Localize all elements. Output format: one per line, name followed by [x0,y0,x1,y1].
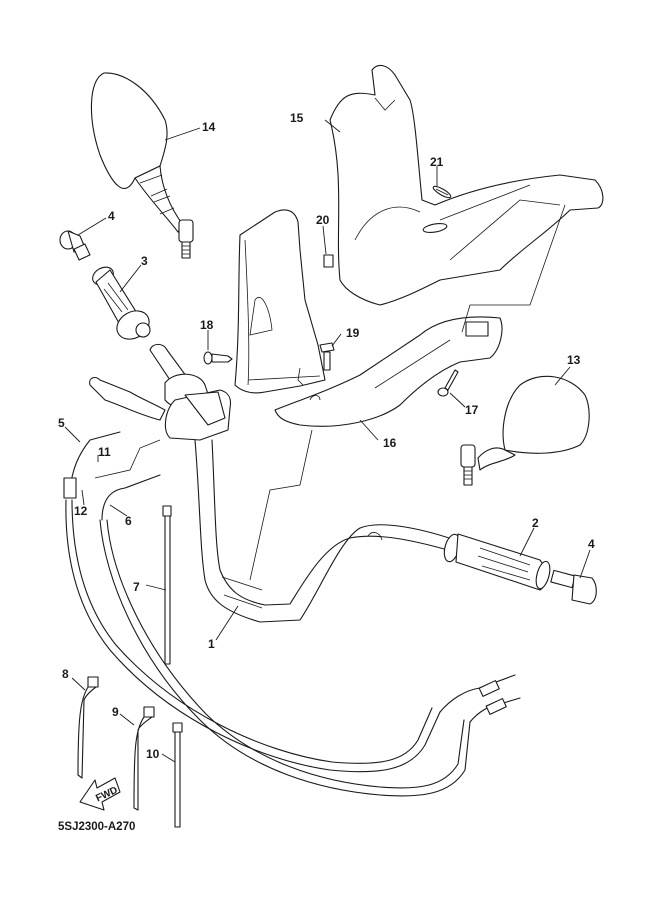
cable-band-7[interactable] [162,505,172,665]
nut-20[interactable] [323,254,334,268]
figure-code: 5SJ2300-A270 [58,821,135,833]
callout-12: 12 [74,504,88,518]
callout-21: 21 [430,155,444,169]
cable-ends-right[interactable] [439,674,521,723]
callout-16: 16 [383,436,397,450]
callout-labels: 14 15 21 20 4 3 18 19 13 17 16 5 11 12 6… [58,111,595,761]
cable-band-10[interactable] [172,722,183,828]
screw-18[interactable] [203,351,233,365]
callout-6: 6 [125,514,132,528]
callout-9: 9 [112,705,119,719]
callout-14: 14 [202,120,216,134]
right-mirror[interactable] [460,375,590,486]
callout-4-right: 4 [588,537,595,551]
callout-15: 15 [290,111,304,125]
throttle-cable-5[interactable] [63,431,441,773]
callout-leaders [64,119,591,763]
callout-7: 7 [133,580,140,594]
bar-end-weight-right[interactable] [550,569,597,605]
throttle-cable-6[interactable] [99,474,471,797]
callout-19: 19 [346,326,360,340]
callout-3: 3 [141,254,148,268]
left-switch-lever-assembly[interactable] [89,343,232,441]
handle-cover-lower[interactable] [274,316,503,427]
callout-2: 2 [532,516,539,530]
callout-13: 13 [567,353,581,367]
callout-17: 17 [465,403,479,417]
assembly-reference-lines [94,204,566,581]
callout-5: 5 [58,416,65,430]
left-mirror[interactable] [90,72,194,259]
handle-cover-upper[interactable] [329,64,604,306]
callout-20: 20 [316,213,330,227]
bolt-19[interactable] [319,342,335,371]
callout-18: 18 [200,318,214,332]
callout-1: 1 [208,637,215,651]
right-grip[interactable] [442,533,553,591]
handlebar[interactable] [194,439,456,623]
cable-band-9[interactable] [133,706,155,811]
callout-10: 10 [146,747,160,761]
bar-end-weight-left[interactable] [59,230,91,261]
handle-cover-front-inner[interactable] [234,209,326,394]
callout-8: 8 [62,667,69,681]
cable-band-8[interactable] [77,676,99,779]
emblem[interactable] [432,184,452,199]
forward-direction-marker: FWD [79,777,121,811]
screw-17[interactable] [437,369,459,397]
callout-11: 11 [98,445,111,459]
left-grip[interactable] [89,264,154,345]
callout-4-left: 4 [108,209,115,223]
